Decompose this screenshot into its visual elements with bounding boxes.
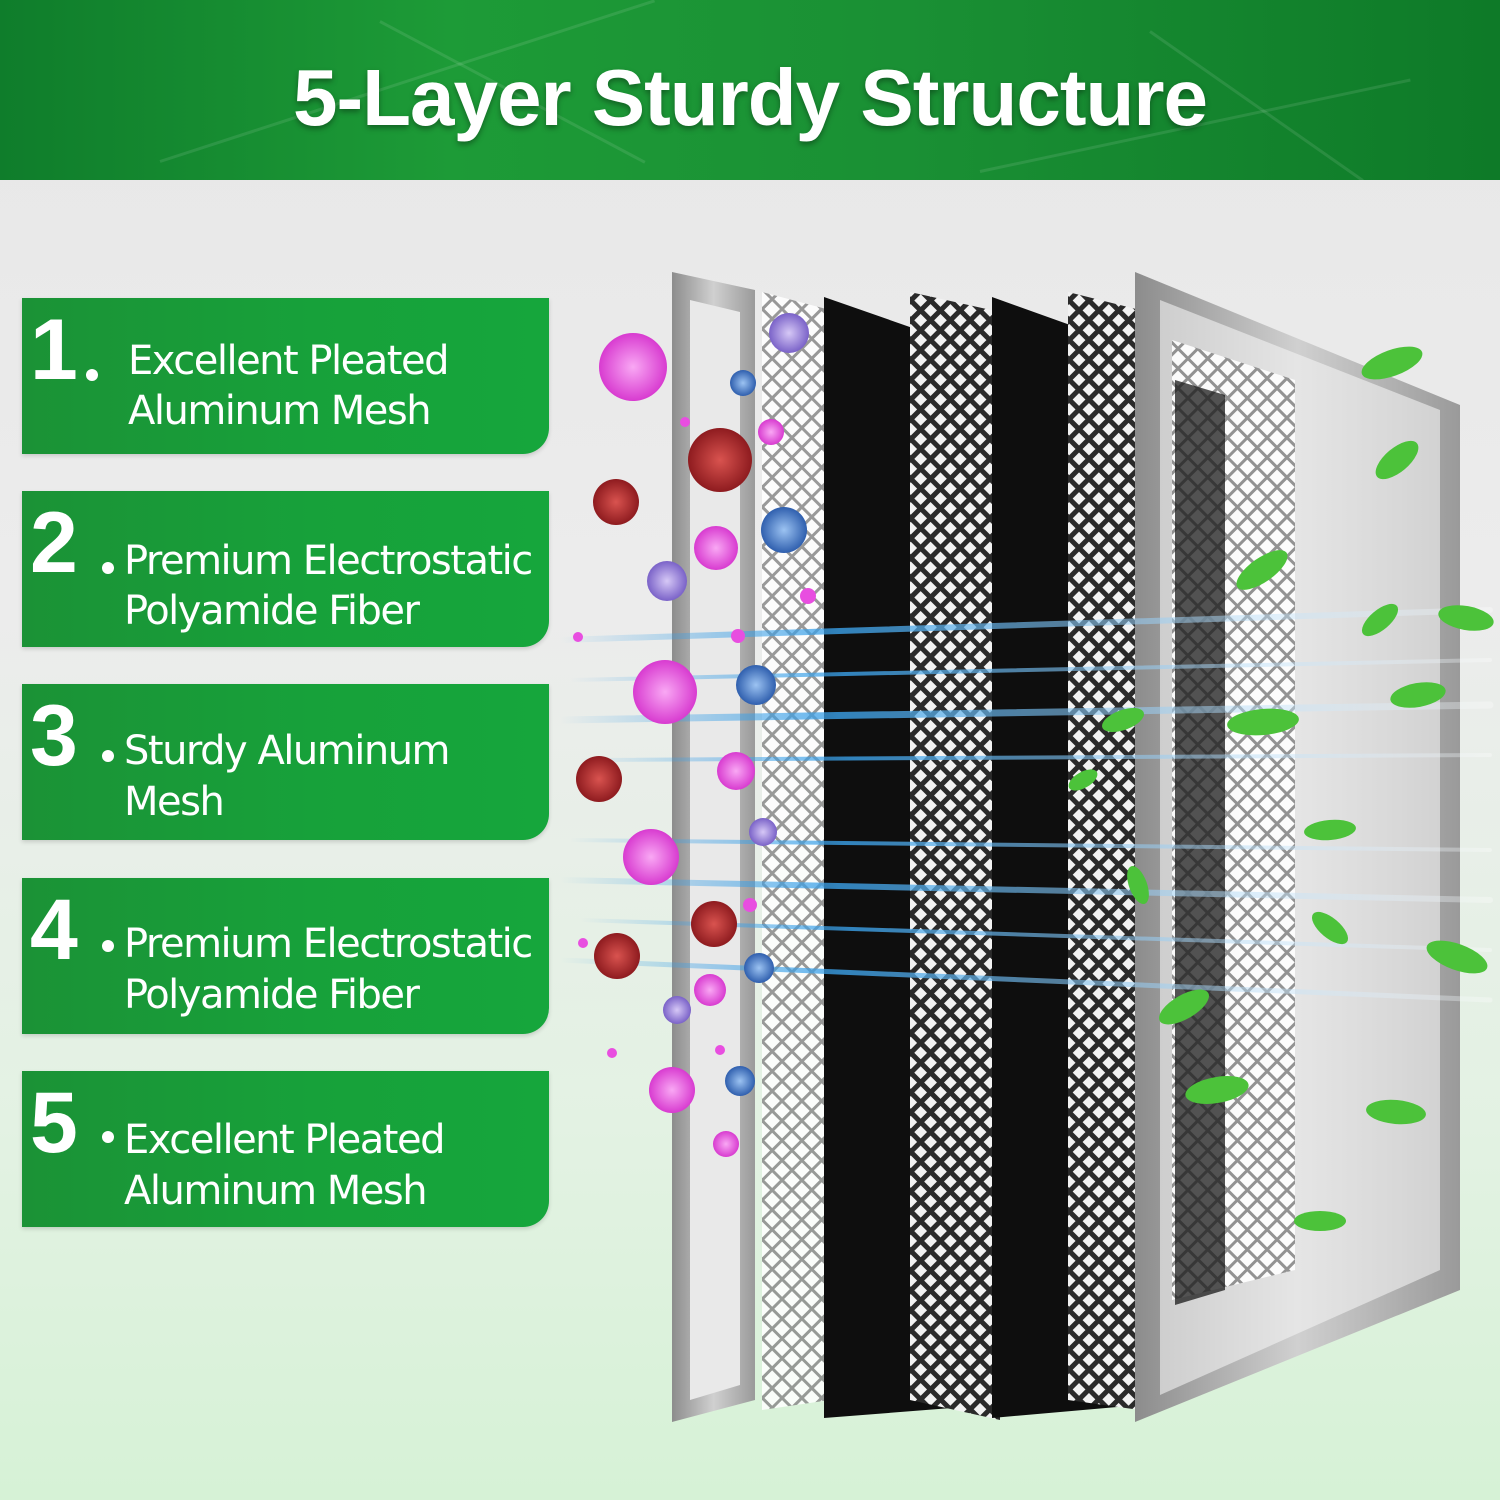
virus-pink-icon xyxy=(758,419,784,445)
dust-particle-icon xyxy=(593,479,639,525)
fresh-air-leaves xyxy=(1068,346,1494,1231)
virus-pink-icon xyxy=(694,526,738,570)
layer-label-line2: Mesh xyxy=(124,779,225,825)
leaf-icon xyxy=(1227,708,1299,736)
leaf-icon xyxy=(1185,1076,1249,1104)
layer-label-line1: Premium Electrostatic xyxy=(124,921,533,967)
leaf-icon xyxy=(1294,1211,1346,1231)
leaf-icon xyxy=(1102,707,1144,733)
leaf-icon xyxy=(1068,769,1098,791)
layer-card-4: 4 Premium Electrostatic Polyamide Fiber xyxy=(22,878,549,1034)
dust-particle-icon xyxy=(594,933,640,979)
layer-label-line1: Premium Electrostatic xyxy=(124,538,533,584)
leaf-icon xyxy=(1366,1099,1426,1125)
leaf-icon xyxy=(1304,819,1356,841)
layer-label-line2: Aluminum Mesh xyxy=(124,1168,428,1214)
layer-number: 3 xyxy=(30,688,78,784)
virus-blue-icon xyxy=(761,507,807,553)
virus-blue-icon xyxy=(736,665,776,705)
dust-particle-icon xyxy=(576,756,622,802)
leaf-icon xyxy=(1127,865,1149,905)
layer-number-dot xyxy=(102,940,114,952)
layer-label-line1: Sturdy Aluminum xyxy=(124,728,451,774)
layer-card-3: 3 Sturdy Aluminum Mesh xyxy=(22,684,549,840)
leaf-icon xyxy=(1361,346,1423,380)
virus-pink-icon xyxy=(599,333,667,401)
layer-number-dot xyxy=(102,750,114,762)
leaf-icon xyxy=(1159,989,1209,1025)
pleated-mesh-layer xyxy=(1068,292,1140,1410)
layer-card-2: 2 Premium Electrostatic Polyamide Fiber xyxy=(22,491,549,647)
layer-number: 1 xyxy=(30,302,78,398)
virus-pink-icon xyxy=(717,752,755,790)
pollutant-particles xyxy=(573,313,816,1157)
virus-purple-icon xyxy=(749,818,777,846)
leaf-icon xyxy=(1311,911,1349,945)
leaf-icon xyxy=(1361,603,1399,637)
virus-pink-icon xyxy=(633,660,697,724)
virus-purple-icon xyxy=(663,996,691,1024)
layer-label-line1: Excellent Pleated xyxy=(128,338,449,384)
virus-pink-icon xyxy=(623,829,679,885)
layer-number-dot xyxy=(102,562,114,574)
leaf-icon xyxy=(1426,940,1488,974)
layer-number: 5 xyxy=(30,1075,78,1171)
layer-number: 4 xyxy=(30,882,78,978)
layer-label-line2: Polyamide Fiber xyxy=(124,588,420,634)
virus-purple-icon xyxy=(769,313,809,353)
virus-blue-icon xyxy=(725,1066,755,1096)
virus-pink-icon xyxy=(649,1067,695,1113)
virus-blue-icon xyxy=(730,370,756,396)
virus-blue-icon xyxy=(744,953,774,983)
aluminum-mesh-layer xyxy=(762,292,830,1410)
layer-number-dot xyxy=(102,1131,114,1143)
virus-pink-icon xyxy=(713,1131,739,1157)
layer-label-line2: Polyamide Fiber xyxy=(124,972,420,1018)
leaf-icon xyxy=(1438,605,1494,631)
leaf-icon xyxy=(1375,440,1419,480)
leaf-icon xyxy=(1390,682,1446,708)
leaf-icon xyxy=(1236,550,1288,590)
layer-number-dot xyxy=(86,369,98,381)
sturdy-mesh-layer xyxy=(910,292,1000,1420)
virus-purple-icon xyxy=(647,561,687,601)
dust-particle-icon xyxy=(691,901,737,947)
layer-number: 2 xyxy=(30,495,78,591)
page-title: 5-Layer Sturdy Structure xyxy=(292,53,1208,142)
filter-layers-illustration xyxy=(556,272,1494,1422)
layer-label-line2: Aluminum Mesh xyxy=(128,388,432,434)
layer-card-1: 1 Excellent Pleated Aluminum Mesh xyxy=(22,298,549,454)
layer-card-5: 5 Excellent Pleated Aluminum Mesh xyxy=(22,1071,549,1227)
dust-particle-icon xyxy=(688,428,752,492)
virus-pink-icon xyxy=(694,974,726,1006)
layer-label-line1: Excellent Pleated xyxy=(124,1117,445,1163)
header-banner: 5-Layer Sturdy Structure xyxy=(0,0,1500,180)
